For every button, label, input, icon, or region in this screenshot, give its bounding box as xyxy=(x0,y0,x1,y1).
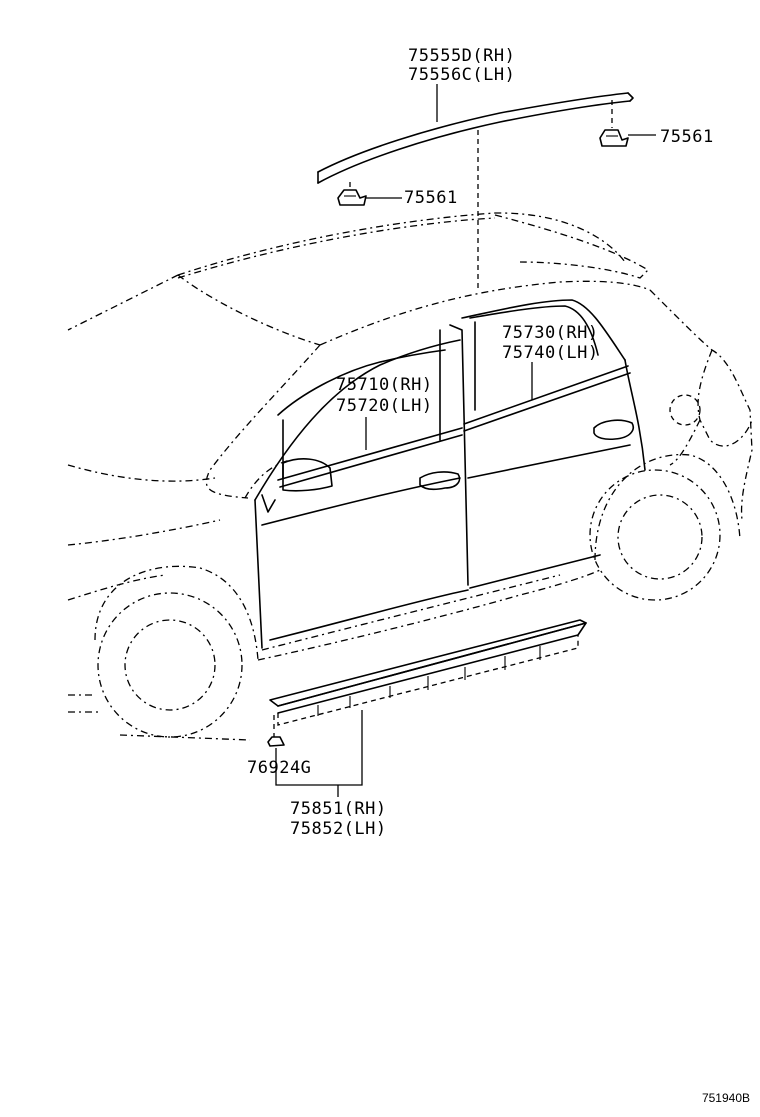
label-roof-molding-rh: 75555D(RH) xyxy=(408,46,515,66)
label-front-belt-rh: 75710(RH) xyxy=(336,375,433,395)
label-rear-belt-lh: 75740(LH) xyxy=(502,343,599,363)
roof-molding xyxy=(317,92,634,184)
label-roof-clip-front: 75561 xyxy=(404,188,458,208)
leader-lines xyxy=(275,84,656,797)
label-roof-clip-rear: 75561 xyxy=(660,127,714,147)
label-roof-molding-lh: 75556C(LH) xyxy=(408,65,515,85)
rocker-clip xyxy=(267,736,285,747)
label-rocker-molding-rh: 75851(RH) xyxy=(290,799,387,819)
car-body-outline xyxy=(67,212,753,741)
reference-lines xyxy=(273,100,613,737)
rear-door xyxy=(461,299,646,589)
label-rear-belt-rh: 75730(RH) xyxy=(502,323,599,343)
front-door xyxy=(254,324,469,649)
rocker-molding xyxy=(269,619,587,726)
label-front-belt-lh: 75720(LH) xyxy=(336,396,433,416)
label-rocker-molding-lh: 75852(LH) xyxy=(290,819,387,839)
roof-clip-front xyxy=(337,189,367,206)
illustration-ref-code: 751940B xyxy=(702,1091,750,1105)
rear-belt-molding xyxy=(463,365,631,432)
roof-clip-rear xyxy=(599,129,629,147)
label-rocker-clip: 76924G xyxy=(247,758,311,778)
front-belt-molding xyxy=(277,427,463,488)
